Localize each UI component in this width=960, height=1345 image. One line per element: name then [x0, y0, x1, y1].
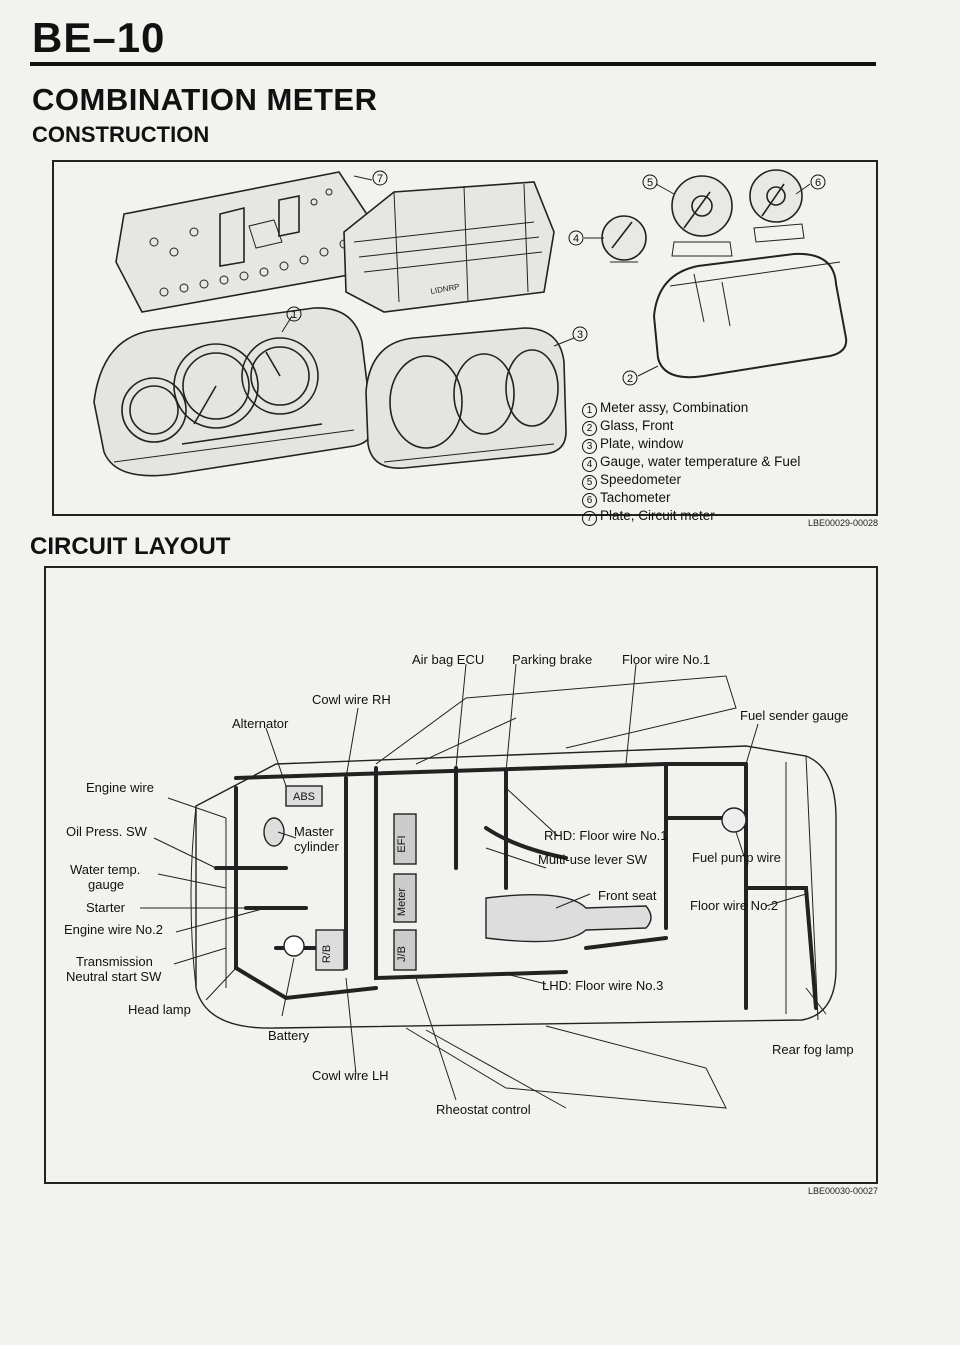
label-rheostat-control: Rheostat control — [436, 1102, 531, 1117]
label-fuel-sender-gauge: Fuel sender gauge — [740, 708, 849, 723]
label-multi-use-lever-sw: Multi-use lever SW — [538, 852, 648, 867]
car-body-outline — [195, 745, 837, 1029]
label-cowl-wire-lh: Cowl wire LH — [312, 1068, 389, 1083]
label-water-temp-1: Water temp. — [70, 862, 141, 877]
label-parking-brake: Parking brake — [512, 652, 593, 667]
front-seat-drawing — [485, 893, 652, 943]
label-floor-wire-no1: Floor wire No.1 — [622, 652, 711, 667]
section-heading-circuit-layout: CIRCUIT LAYOUT — [30, 533, 231, 560]
fuel-pump-drawing — [721, 807, 747, 833]
label-starter: Starter — [86, 900, 126, 915]
construction-drawing: LIDNRP — [93, 169, 848, 477]
label-floor-wire-no2: Floor wire No.2 — [690, 898, 779, 913]
construction-figure: LIDNRP — [52, 160, 878, 526]
callout-7: 7 — [377, 173, 383, 185]
relay-block — [315, 929, 345, 971]
callout-6: 6 — [815, 177, 821, 189]
label-transmission: Transmission — [76, 954, 153, 969]
meter-unit — [393, 873, 417, 923]
label-alternator: Alternator — [232, 716, 289, 731]
callout-5: 5 — [647, 177, 653, 189]
label-rhd-floor-wire-no1: RHD: Floor wire No.1 — [544, 828, 668, 843]
circuit-plate-drawing — [115, 171, 373, 313]
tachometer-drawing — [749, 169, 805, 243]
combination-meter-drawing — [93, 307, 373, 477]
rb-label: R/B — [321, 945, 333, 963]
fuel-temp-gauge-drawing — [601, 215, 647, 263]
figure-code-circuit: LBE00030-00027 — [808, 1186, 879, 1196]
battery-drawing — [283, 935, 305, 957]
label-battery: Battery — [268, 1028, 310, 1043]
label-engine-wire-no2: Engine wire No.2 — [64, 922, 163, 937]
callout-3: 3 — [577, 329, 583, 341]
efi-label: EFI — [396, 835, 408, 852]
page-title: COMBINATION METER — [32, 82, 378, 117]
master-cylinder-drawing — [263, 817, 285, 847]
meter-label: Meter — [396, 888, 408, 916]
window-plate-drawing — [365, 327, 567, 469]
meter-case-drawing: LIDNRP — [343, 181, 555, 313]
front-glass-drawing — [652, 252, 848, 379]
figure-code-construction: LBE00029-00028 — [808, 518, 879, 528]
label-engine-wire: Engine wire — [86, 780, 154, 795]
label-fuel-pump-wire: Fuel pump wire — [692, 850, 781, 865]
label-lhd-floor-wire-no3: LHD: Floor wire No.3 — [542, 978, 664, 993]
efi-ecu — [393, 813, 417, 865]
label-rear-fog-lamp: Rear fog lamp — [772, 1042, 854, 1057]
label-head-lamp: Head lamp — [128, 1002, 191, 1017]
label-front-seat: Front seat — [598, 888, 657, 903]
label-oil-press-sw: Oil Press. SW — [66, 824, 147, 839]
label-master-cylinder-1: Master — [294, 824, 334, 839]
circuit-layout-drawing: ABS EFI Meter J/B R/B — [140, 663, 837, 1109]
callout-2: 2 — [627, 373, 633, 385]
label-cowl-wire-rh: Cowl wire RH — [312, 692, 391, 707]
jb-label: J/B — [396, 946, 408, 962]
label-master-cylinder-2: cylinder — [294, 839, 339, 854]
page-number: BE–10 — [32, 14, 166, 61]
section-heading-construction: CONSTRUCTION — [32, 122, 210, 147]
callout-1: 1 — [291, 309, 297, 321]
label-neutral-start-sw: Neutral start SW — [66, 969, 162, 984]
speedometer-drawing — [671, 175, 733, 257]
junction-block — [393, 929, 417, 971]
label-air-bag-ecu: Air bag ECU — [412, 652, 485, 667]
header-rule — [30, 62, 876, 66]
abs-label: ABS — [293, 791, 315, 803]
label-water-temp-2: gauge — [88, 877, 125, 892]
abs-unit — [285, 785, 323, 807]
callout-4: 4 — [573, 233, 579, 245]
circuit-layout-figure: ABS EFI Meter J/B R/B Air bag ECU Parkin… — [44, 566, 878, 1184]
